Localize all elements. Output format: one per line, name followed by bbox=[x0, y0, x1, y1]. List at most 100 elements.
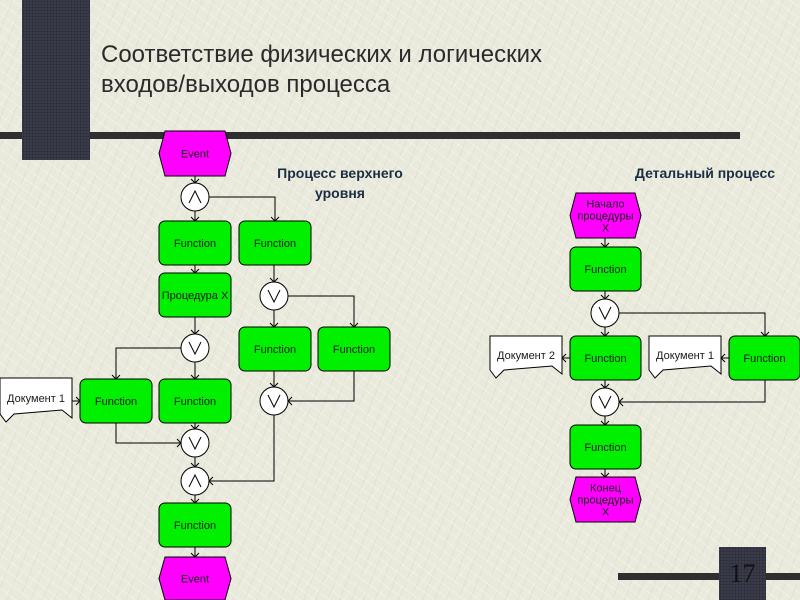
event-label: Event bbox=[181, 149, 209, 161]
or-symbol bbox=[188, 341, 202, 356]
function-label: Function bbox=[743, 353, 785, 365]
event-label: X bbox=[602, 223, 610, 235]
left-event-e2[interactable]: Event bbox=[158, 556, 232, 600]
or-symbol bbox=[598, 306, 612, 321]
function-box[interactable] bbox=[158, 272, 232, 318]
event-label: Конец bbox=[590, 483, 622, 495]
right-edge-rf3-rc2 bbox=[619, 380, 766, 403]
event-label: Начало bbox=[586, 199, 624, 211]
function-box[interactable] bbox=[728, 335, 800, 381]
left-edge-c5-c6 bbox=[209, 415, 275, 482]
function-label: Процедура X bbox=[162, 290, 229, 302]
page-number-block bbox=[719, 547, 766, 600]
event-hexagon[interactable] bbox=[569, 476, 642, 523]
function-label: Function bbox=[174, 520, 216, 532]
function-label: Function bbox=[174, 396, 216, 408]
top-divider-bar-right bbox=[90, 132, 740, 139]
right-function-rf1[interactable]: Function bbox=[569, 246, 642, 292]
document-label: Документ 1 bbox=[7, 393, 65, 405]
or-symbol bbox=[267, 289, 281, 304]
left-connector-c5[interactable] bbox=[259, 386, 289, 416]
right-document-rd2[interactable]: Документ 2 bbox=[489, 335, 563, 379]
left-function-f2[interactable]: Function bbox=[238, 220, 312, 266]
function-label: Function bbox=[95, 396, 137, 408]
left-function-p1[interactable]: Процедура X bbox=[158, 272, 232, 318]
left-label-line-2: уровня bbox=[315, 185, 365, 201]
right-function-rf3[interactable]: Function bbox=[728, 335, 800, 381]
right-function-rf2[interactable]: Function bbox=[569, 335, 642, 381]
right-edge-rc1-rf3 bbox=[619, 312, 766, 336]
function-label: Function bbox=[584, 442, 626, 454]
function-label: Function bbox=[254, 344, 296, 356]
top-divider-bar bbox=[0, 132, 22, 139]
function-label: Function bbox=[174, 238, 216, 250]
left-edge-c3-f6 bbox=[288, 295, 355, 327]
right-function-rf4[interactable]: Function bbox=[569, 424, 642, 470]
document-shape[interactable] bbox=[489, 335, 563, 379]
bottom-divider-bar bbox=[618, 573, 800, 580]
slide-title-line-2: входов/выходов процесса bbox=[101, 71, 391, 98]
left-dark-block bbox=[22, 0, 90, 160]
function-box[interactable] bbox=[569, 335, 642, 381]
function-box[interactable] bbox=[238, 220, 312, 266]
event-hexagon[interactable] bbox=[569, 192, 642, 239]
left-function-f3[interactable]: Function bbox=[79, 378, 153, 424]
left-function-f5[interactable]: Function bbox=[238, 326, 312, 372]
left-connector-c6[interactable] bbox=[180, 466, 210, 496]
document-label: Документ 2 bbox=[497, 350, 555, 362]
and-connector-icon bbox=[180, 466, 210, 496]
document-shape[interactable] bbox=[648, 335, 722, 379]
slide-title-line-1: Соответствие физических и логических bbox=[101, 41, 543, 68]
event-hexagon[interactable] bbox=[158, 130, 232, 177]
left-edge-c2-f3 bbox=[115, 347, 181, 379]
function-label: Function bbox=[254, 238, 296, 250]
or-connector-icon bbox=[259, 386, 289, 416]
left-label-line-1: Процесс верхнего bbox=[277, 165, 403, 181]
left-event-e1[interactable]: Event bbox=[158, 130, 232, 177]
event-label: процедуры bbox=[577, 211, 633, 223]
or-symbol bbox=[598, 395, 612, 410]
function-box[interactable] bbox=[158, 378, 232, 424]
function-label: Function bbox=[584, 264, 626, 276]
right-connector-rc1[interactable] bbox=[590, 298, 620, 328]
left-connector-c1[interactable] bbox=[180, 182, 210, 212]
document-label: Документ 1 bbox=[656, 350, 714, 362]
or-connector-icon bbox=[180, 428, 210, 458]
left-connector-c4[interactable] bbox=[180, 428, 210, 458]
left-edge-f3-c4 bbox=[115, 423, 181, 444]
function-box[interactable] bbox=[569, 246, 642, 292]
event-label: Event bbox=[181, 574, 209, 586]
event-label: процедуры bbox=[577, 495, 633, 507]
and-symbol bbox=[188, 473, 202, 488]
function-box[interactable] bbox=[79, 378, 153, 424]
or-connector-icon bbox=[180, 333, 210, 363]
left-function-f7[interactable]: Function bbox=[158, 502, 232, 548]
function-box[interactable] bbox=[238, 326, 312, 372]
and-symbol bbox=[188, 189, 202, 204]
event-hexagon[interactable] bbox=[158, 556, 232, 600]
function-box[interactable] bbox=[317, 326, 391, 372]
left-function-f1[interactable]: Function bbox=[158, 220, 232, 266]
page-number: 17 bbox=[729, 558, 756, 588]
or-connector-icon bbox=[590, 387, 620, 417]
function-box[interactable] bbox=[569, 424, 642, 470]
right-document-rd1[interactable]: Документ 1 bbox=[648, 335, 722, 379]
and-connector-icon bbox=[180, 182, 210, 212]
right-connector-rc2[interactable] bbox=[590, 387, 620, 417]
left-document-d1[interactable]: Документ 1 bbox=[0, 377, 73, 423]
function-label: Function bbox=[584, 353, 626, 365]
function-label: Function bbox=[333, 344, 375, 356]
document-shape[interactable] bbox=[0, 377, 73, 423]
left-function-f4[interactable]: Function bbox=[158, 378, 232, 424]
left-connector-c3[interactable] bbox=[259, 281, 289, 311]
left-diagram-label: Процесс верхнего уровня bbox=[250, 163, 430, 203]
function-box[interactable] bbox=[158, 502, 232, 548]
left-function-f6[interactable]: Function bbox=[317, 326, 391, 372]
function-box[interactable] bbox=[158, 220, 232, 266]
slide-title: Соответствие физических и логических вхо… bbox=[101, 40, 621, 100]
left-connector-c2[interactable] bbox=[180, 333, 210, 363]
event-label: X bbox=[602, 507, 610, 519]
